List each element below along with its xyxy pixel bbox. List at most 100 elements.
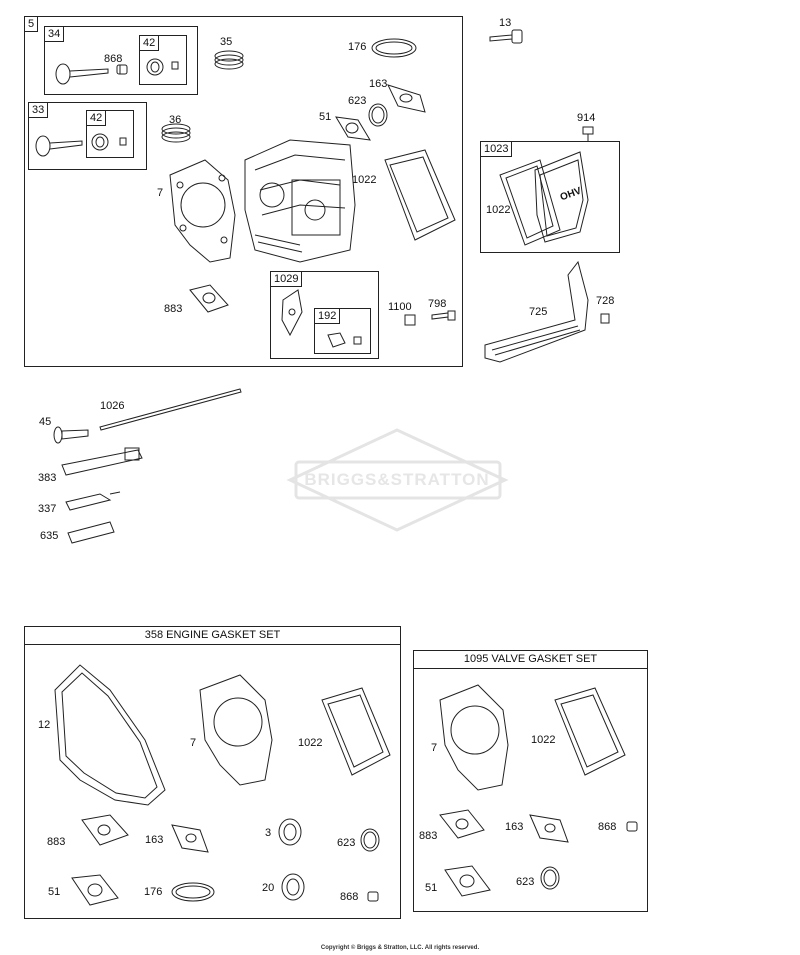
rocker-arm-icon[interactable]	[281, 289, 303, 337]
keeper-icon-868[interactable]	[116, 64, 128, 75]
engine-set-label-12[interactable]: 12	[38, 719, 51, 731]
cover-gasket-icon-1022[interactable]	[384, 149, 456, 241]
gasket-icon-883[interactable]	[189, 284, 229, 313]
engine-set-label-1022[interactable]: 1022	[298, 737, 323, 749]
engine-set-label-883[interactable]: 883	[47, 836, 66, 848]
part-label-623[interactable]: 623	[348, 95, 367, 107]
cover-gasket-icon-1022-engine-set[interactable]	[321, 687, 391, 776]
ring-icon-623-engine-set[interactable]	[360, 828, 380, 852]
engine-set-label-176[interactable]: 176	[144, 886, 163, 898]
engine-set-label-623[interactable]: 623	[337, 837, 356, 849]
valve-cover-icon[interactable]	[534, 151, 589, 243]
part-label-798[interactable]: 798	[428, 298, 447, 310]
part-label-728[interactable]: 728	[596, 295, 615, 307]
ring-icon-623[interactable]	[368, 103, 388, 127]
gasket-icon-163[interactable]	[387, 84, 426, 113]
intake-valve-icon[interactable]	[35, 135, 83, 157]
gasket-icon-51-valve-set[interactable]	[444, 865, 491, 897]
part-label-914[interactable]: 914	[577, 112, 596, 124]
cylinder-head-icon[interactable]	[244, 139, 356, 263]
part-label-45[interactable]: 45	[39, 416, 52, 428]
gasket-icon-163-engine-set[interactable]	[171, 824, 209, 853]
tappet-icon-45[interactable]	[53, 426, 89, 444]
keeper-icon-42-intake[interactable]	[91, 133, 127, 151]
assembly-tag-5[interactable]: 5	[24, 16, 39, 32]
part-label-635[interactable]: 635	[40, 530, 59, 542]
spark-plug-icon-337[interactable]	[65, 491, 121, 511]
bolt-icon-914[interactable]	[582, 126, 594, 142]
part-label-36[interactable]: 36	[169, 114, 182, 126]
valve-set-label-623[interactable]: 623	[516, 876, 535, 888]
engine-set-label-51[interactable]: 51	[48, 886, 61, 898]
valve-spring-icon-36[interactable]	[161, 123, 191, 143]
engine-set-label-868[interactable]: 868	[340, 891, 359, 903]
screw-icon-728[interactable]	[600, 313, 610, 324]
assembly-tag-1029[interactable]: 1029	[270, 271, 303, 287]
part-label-7[interactable]: 7	[157, 187, 164, 199]
screw-icon-798[interactable]	[431, 310, 456, 321]
part-label-337[interactable]: 337	[38, 503, 57, 515]
valve-cover-gasket-icon-1022[interactable]	[499, 159, 561, 246]
gasket-icon-883-engine-set[interactable]	[81, 814, 129, 846]
rocker-nut-icon[interactable]	[327, 332, 362, 348]
exhaust-keeper-box	[139, 35, 187, 85]
part-label-13[interactable]: 13	[499, 17, 512, 29]
crankcase-gasket-icon-12[interactable]	[54, 664, 166, 806]
part-label-163[interactable]: 163	[369, 78, 388, 90]
ring-icon-623-valve-set[interactable]	[540, 866, 560, 890]
camshaft-icon-383[interactable]	[61, 447, 143, 476]
engine-set-label-3[interactable]: 3	[265, 827, 272, 839]
part-label-1100[interactable]: 1100	[388, 301, 412, 313]
gasket-icon-163-valve-set[interactable]	[529, 814, 569, 843]
cover-gasket-icon-1022-valve-set[interactable]	[554, 687, 626, 776]
bolt-icon-13[interactable]	[489, 29, 523, 44]
valve-set-label-51[interactable]: 51	[425, 882, 438, 894]
air-guide-icon-725[interactable]	[484, 260, 589, 363]
part-label-725[interactable]: 725	[529, 306, 548, 318]
valve-set-label-883[interactable]: 883	[419, 830, 438, 842]
head-gasket-icon-7[interactable]	[169, 159, 236, 263]
engine-set-label-7[interactable]: 7	[190, 737, 197, 749]
part-label-51[interactable]: 51	[319, 111, 332, 123]
assembly-tag-33[interactable]: 33	[28, 102, 49, 118]
spark-plug-boot-icon-635[interactable]	[67, 521, 115, 544]
push-rod-icon-1026[interactable]	[99, 388, 242, 431]
part-label-1022-head[interactable]: 1022	[352, 174, 377, 186]
o-ring-icon-176-engine-set[interactable]	[171, 882, 215, 902]
valve-set-label-1022[interactable]: 1022	[531, 734, 556, 746]
engine-set-label-20[interactable]: 20	[262, 882, 275, 894]
part-label-176[interactable]: 176	[348, 41, 367, 53]
valve-set-label-163[interactable]: 163	[505, 821, 524, 833]
keeper-icon-868-engine-set[interactable]	[367, 891, 379, 902]
seal-icon-20[interactable]	[281, 873, 305, 901]
gasket-icon-51[interactable]	[335, 116, 371, 141]
o-ring-icon-176[interactable]	[371, 38, 417, 58]
part-label-383[interactable]: 383	[38, 472, 57, 484]
part-label-883[interactable]: 883	[164, 303, 183, 315]
assembly-tag-42-exhaust[interactable]: 42	[139, 35, 160, 51]
part-label-1026[interactable]: 1026	[100, 400, 125, 412]
assembly-tag-1023[interactable]: 1023	[480, 141, 513, 157]
gasket-icon-883-valve-set[interactable]	[439, 809, 485, 839]
keeper-icon-42-exhaust[interactable]	[146, 58, 179, 76]
head-gasket-icon-7-engine-set[interactable]	[199, 674, 273, 786]
valve-set-label-7[interactable]: 7	[431, 742, 438, 754]
nut-icon-1100[interactable]	[404, 314, 416, 326]
keeper-icon-868-valve-set[interactable]	[626, 821, 638, 832]
engine-set-label-163[interactable]: 163	[145, 834, 164, 846]
intake-valve-box	[28, 102, 147, 170]
assembly-tag-42-intake[interactable]: 42	[86, 110, 107, 126]
engine-gasket-set-box: 358 ENGINE GASKET SET	[24, 626, 401, 919]
gasket-icon-51-engine-set[interactable]	[71, 874, 119, 906]
part-label-1022-cover[interactable]: 1022	[486, 204, 511, 216]
valve-set-label-868[interactable]: 868	[598, 821, 617, 833]
part-label-35[interactable]: 35	[220, 36, 233, 48]
exhaust-valve-icon[interactable]	[55, 63, 109, 85]
head-gasket-icon-7-valve-set[interactable]	[439, 684, 509, 791]
assembly-tag-34[interactable]: 34	[44, 26, 65, 42]
part-label-868[interactable]: 868	[104, 53, 123, 65]
seal-icon-3[interactable]	[278, 818, 302, 846]
assembly-tag-192[interactable]: 192	[314, 308, 341, 324]
valve-spring-icon-35[interactable]	[214, 50, 244, 70]
